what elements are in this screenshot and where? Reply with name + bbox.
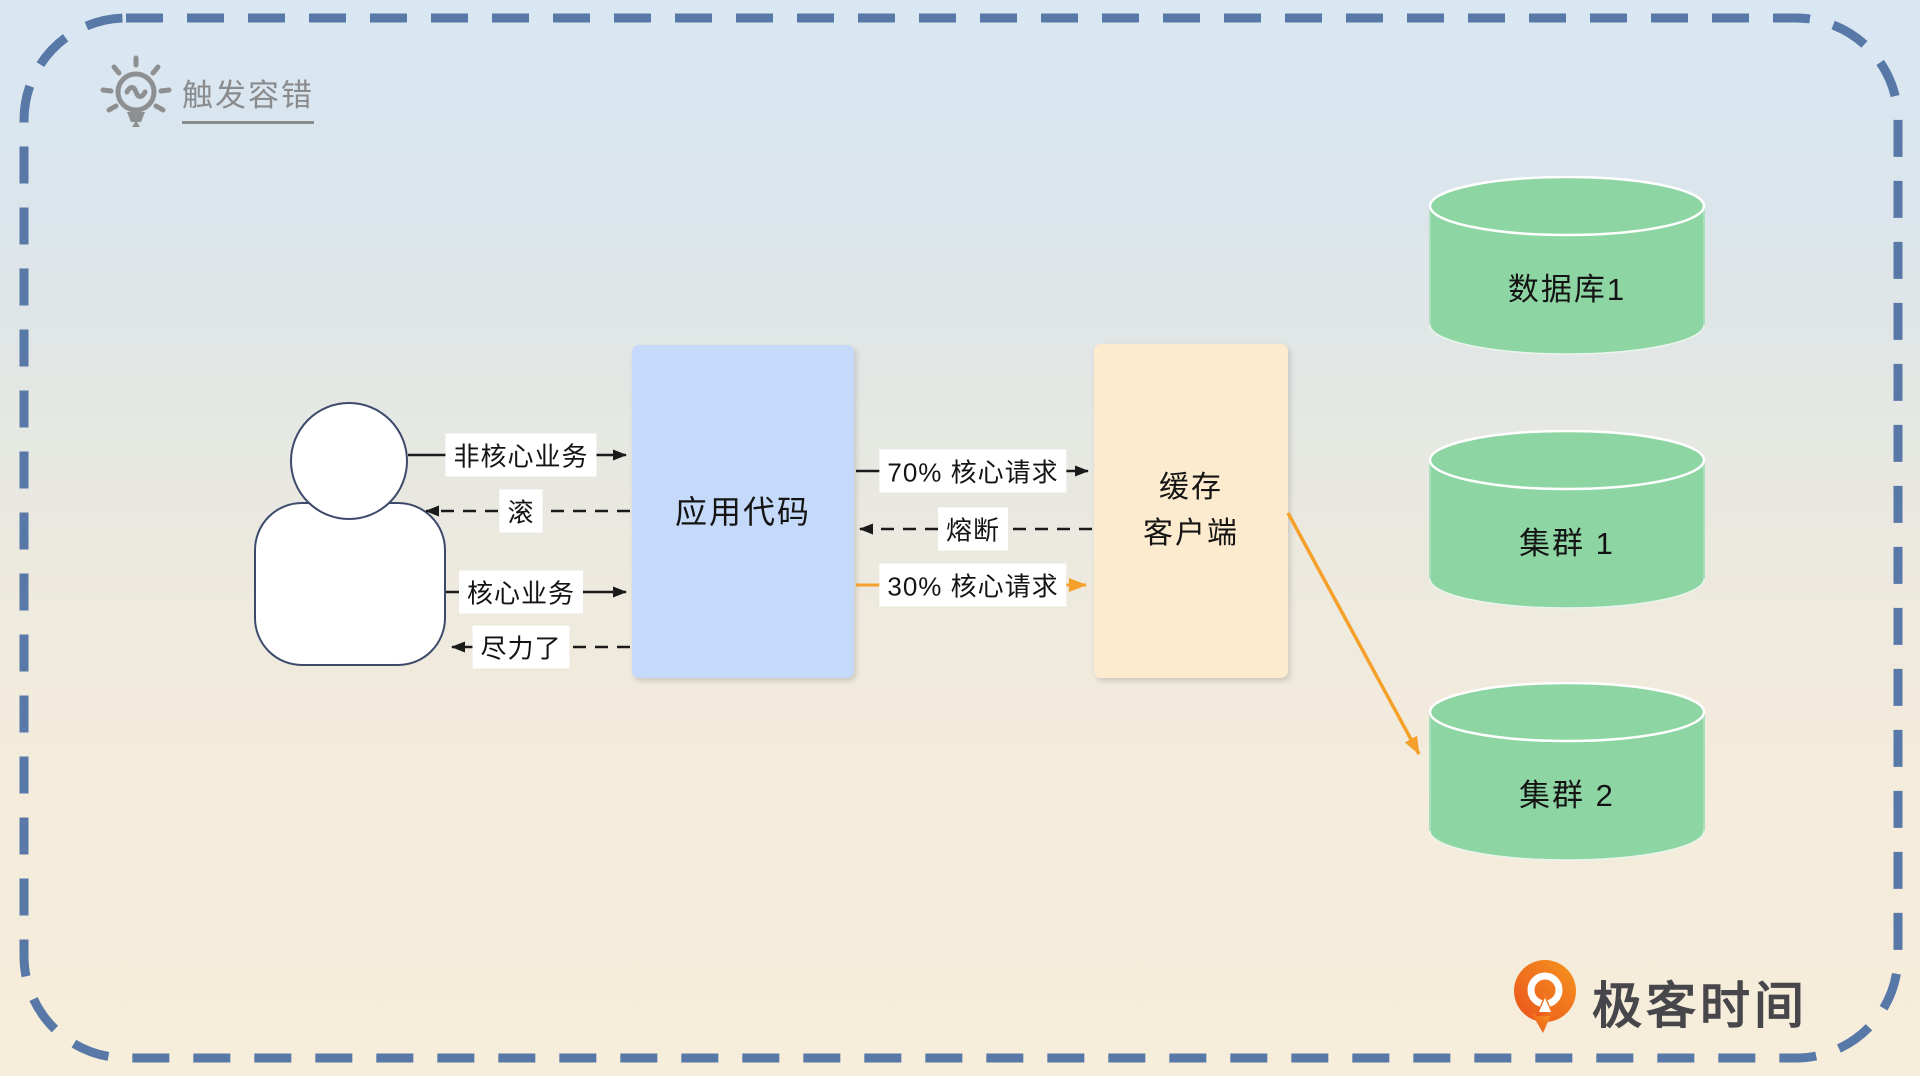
cache-client-label-line2: 客户端 (1143, 517, 1239, 550)
cluster1-label: 集群 1 (1519, 526, 1615, 561)
brand-name: 极客时间 (1592, 978, 1808, 1034)
geektime-logo (1514, 960, 1576, 1033)
database1-label: 数据库1 (1507, 272, 1627, 307)
cluster2-label: 集群 2 (1519, 778, 1615, 813)
edge-cache-to-cluster2 (1286, 512, 1421, 755)
app-code-label: 应用代码 (674, 493, 811, 530)
cache-client-label-line1: 缓存 (1159, 471, 1223, 504)
edge-label-circuit-break: 熔断 (937, 507, 1009, 551)
cluster1-cylinder (1428, 430, 1706, 609)
edge-label-besteffort: 尽力了 (472, 625, 570, 669)
page-title: 触发容错 (182, 70, 314, 124)
edge-label-noncore: 非核心业务 (445, 433, 597, 477)
edge-label-core: 核心业务 (458, 570, 584, 614)
cache-client-node: 缓存 客户端 (1094, 344, 1288, 678)
user-person-head (290, 402, 408, 520)
lightbulb-icon (100, 55, 172, 127)
cluster2-cylinder (1428, 682, 1706, 861)
edge-label-reject: 滚 (499, 489, 543, 533)
app-code-node: 应用代码 (632, 345, 854, 678)
database1-cylinder (1428, 176, 1706, 355)
edge-label-70pct: 70% 核心请求 (879, 449, 1067, 493)
edge-label-30pct: 30% 核心请求 (879, 563, 1067, 607)
